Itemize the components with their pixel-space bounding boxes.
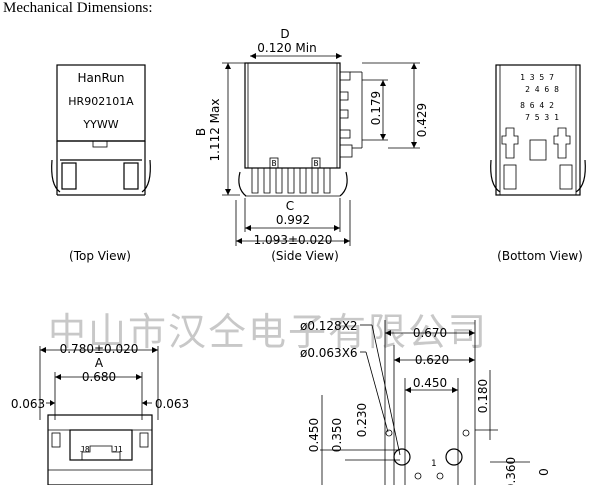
dim-b-value: 1.112 Max: [208, 99, 222, 162]
large-hole: [445, 448, 463, 466]
company-watermark: 中山市汉仝电子有限公司: [48, 310, 488, 354]
small-hole: [436, 472, 444, 480]
part-number-label: HR902101A: [68, 95, 134, 108]
dim-right-value: 0.063: [155, 397, 189, 411]
pin-1-label: 1: [431, 459, 436, 469]
label-a: A: [95, 356, 104, 370]
pin-j1-label: J1: [113, 445, 123, 454]
date-code-label: YYWW: [82, 118, 118, 131]
bottom-view-caption: (Bottom View): [497, 249, 583, 263]
page-title: Mechanical Dimensions:: [3, 0, 153, 16]
label-c: C: [286, 199, 294, 213]
dim-v230-value: 0.230: [355, 403, 369, 437]
pin-row-1: 1 3 5 7: [520, 73, 554, 82]
svg-text:B: B: [314, 159, 319, 168]
small-hole: [414, 472, 422, 480]
side-view: D 0.120 Min B B B 1.112 Max: [194, 27, 429, 263]
pin-row-2: 2 4 6 8: [525, 85, 559, 94]
label-b: B: [194, 128, 208, 136]
top-view-caption: (Top View): [69, 249, 131, 263]
dim-180-value: 0.180: [476, 379, 490, 413]
dim-429-value: 0.429: [415, 103, 429, 137]
pcb-footprint: ø0.128X2 ø0.063X6 0.670 0.620 0.450 0.18…: [300, 319, 551, 485]
dim-0-value: 0: [537, 468, 551, 476]
dim-v450-value: 0.450: [307, 418, 321, 452]
dim-d-value: 0.120 Min: [257, 41, 316, 55]
hole-small-label: ø0.063X6: [300, 346, 358, 360]
hole-large-label: ø0.128X2: [300, 319, 358, 333]
svg-text:B: B: [272, 159, 277, 168]
top-view: HanRun HR902101A YYWW (Top View): [51, 64, 151, 263]
dim-360-value: 0.360: [504, 457, 518, 485]
dim-width-value: 1.093±0.020: [254, 233, 333, 247]
dim-a-value: 0.680: [82, 370, 116, 384]
dim-overall-value: 0.780±0.020: [60, 342, 139, 356]
dim-620-value: 0.620: [415, 353, 449, 367]
dim-670-value: 0.670: [413, 326, 447, 340]
side-view-caption: (Side View): [271, 249, 339, 263]
label-d: D: [280, 27, 289, 41]
brand-label: HanRun: [78, 71, 125, 85]
large-hole: [393, 448, 411, 466]
pin-row-4: 7 5 3 1: [525, 113, 559, 122]
pin-row-3: 8 6 4 2: [520, 101, 554, 110]
small-hole: [462, 429, 470, 437]
dim-left-value: 0.063: [11, 397, 45, 411]
pin-j8-label: J8: [80, 445, 90, 454]
dim-179-value: 0.179: [369, 91, 383, 125]
small-hole: [385, 429, 393, 437]
dim-c-value: 0.992: [276, 213, 310, 227]
dim-450-value: 0.450: [413, 376, 447, 390]
bottom-view: 1 3 5 7 2 4 6 8 8 6 4 2 7 5 3 1 (Bottom …: [490, 64, 586, 263]
dim-v350-value: 0.350: [330, 418, 344, 452]
front-view: 0.780±0.020 A 0.680 0.063 0.063 J8 J1: [11, 342, 189, 485]
